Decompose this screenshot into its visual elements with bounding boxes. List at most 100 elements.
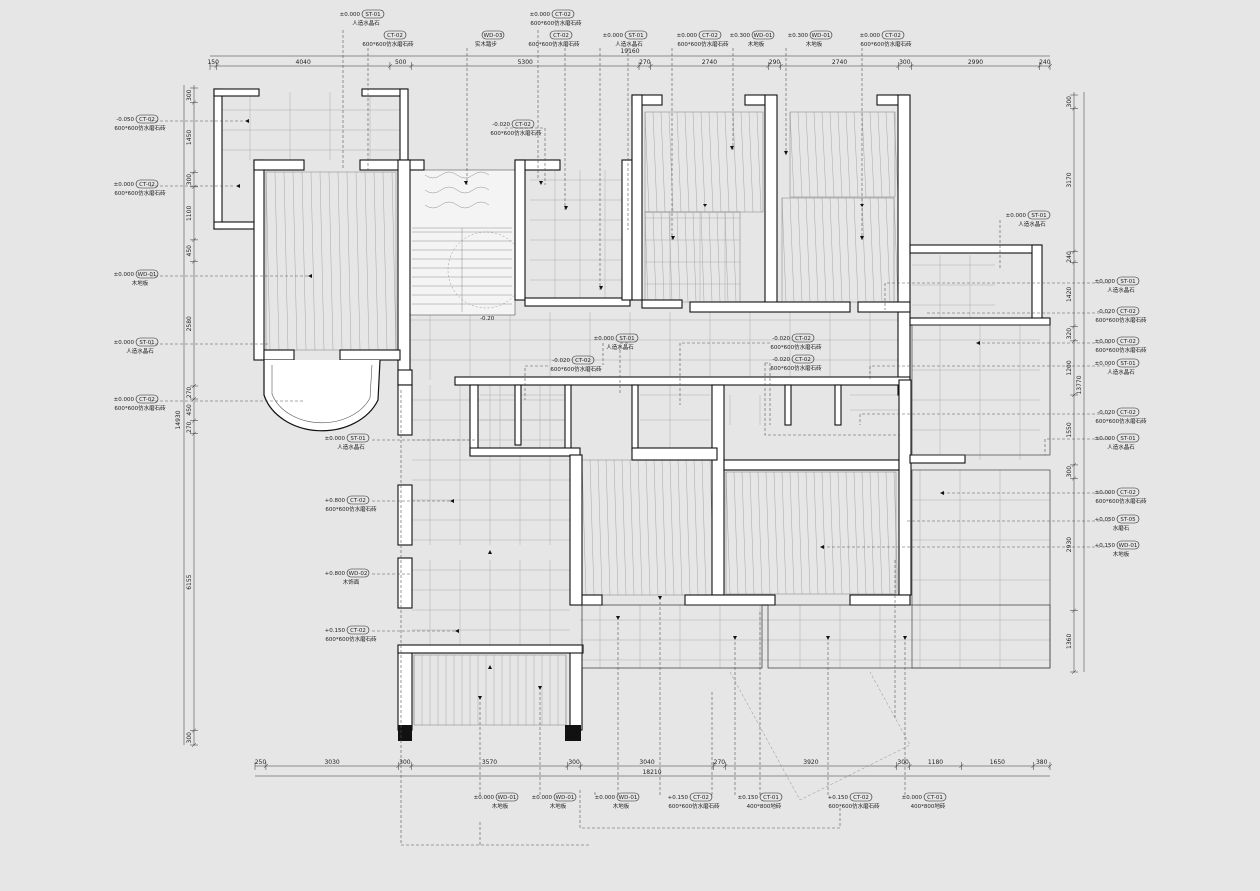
- elevation-value: ±0.000: [474, 795, 495, 801]
- elevation-value: ±0.150: [738, 795, 759, 801]
- material-desc: 600*600仿水磨石砖: [1095, 346, 1147, 354]
- material-desc: 600*600仿水磨石砖: [770, 364, 822, 372]
- dimension-value: 2740: [832, 59, 847, 66]
- material-code: CT-01: [763, 795, 779, 801]
- material-code: ST-01: [365, 12, 380, 18]
- material-desc: 木地板: [550, 802, 567, 810]
- material-desc: 人造水晶石: [1107, 286, 1135, 294]
- elevation-value: ±0.300: [730, 33, 751, 39]
- material-code: WD-01: [812, 33, 831, 39]
- bay-window: [263, 359, 381, 432]
- material-desc: 实木踏步: [475, 40, 498, 48]
- material-desc: 600*600仿水磨石砖: [860, 40, 912, 48]
- material-code: ST-01: [1120, 279, 1135, 285]
- dimension-value: 270: [186, 421, 193, 433]
- material-desc: 600*600仿水磨石砖: [668, 802, 720, 810]
- dimension-value: 300: [1066, 466, 1073, 478]
- material-desc: 人造水晶石: [615, 40, 643, 48]
- dimension-value: 3040: [639, 759, 654, 766]
- material-desc: 人造水晶石: [352, 19, 380, 27]
- material-code: WD-01: [1119, 543, 1138, 549]
- material-desc: 木地板: [132, 279, 149, 287]
- material-code: CT-02: [575, 358, 591, 364]
- dimension-value: 6155: [186, 574, 193, 589]
- material-code: CT-02: [1120, 490, 1136, 496]
- elevation-value: ±0.000: [860, 33, 881, 39]
- elevation-value: -0.050: [116, 117, 134, 123]
- material-desc: 木地板: [492, 802, 509, 810]
- elevation-value: -0.020: [552, 358, 570, 364]
- material-desc: 600*600仿水磨石砖: [325, 635, 377, 643]
- material-code: WD-02: [349, 571, 368, 577]
- dimension-value: 320: [1066, 328, 1073, 340]
- dimension-value: 300: [186, 174, 193, 186]
- material-desc: 600*600仿水磨石砖: [325, 505, 377, 513]
- material-code: ST-01: [1031, 213, 1046, 219]
- material-desc: 人造水晶石: [1107, 443, 1135, 451]
- elevation-value: ±0.000: [532, 795, 553, 801]
- dimension-value: 300: [568, 759, 580, 766]
- material-code: ST-01: [1120, 361, 1135, 367]
- material-desc: 600*600仿水磨石砖: [1095, 497, 1147, 505]
- dimension-value: 1420: [1066, 287, 1073, 302]
- material-desc: 600*600仿水磨石砖: [490, 129, 542, 137]
- elevation-value: ±0.000: [1095, 490, 1116, 496]
- elevation-value: +0.800: [325, 571, 346, 577]
- material-desc: 木地板: [806, 40, 823, 48]
- material-code: CT-02: [1120, 309, 1136, 315]
- material-desc: 人造水晶石: [1018, 220, 1046, 228]
- dimension-value: 290: [769, 59, 781, 66]
- elevation-value: ±0.000: [1095, 361, 1116, 367]
- dimension-value: 380: [1036, 759, 1048, 766]
- dimension-value: 270: [186, 387, 193, 399]
- left-total-dimension: 14930: [175, 410, 182, 429]
- elevation-value: ±0.000: [677, 33, 698, 39]
- elevation-value: +0.150: [1095, 543, 1116, 549]
- elevation-value: ±0.000: [114, 182, 135, 188]
- material-code: CT-02: [1120, 339, 1136, 345]
- material-desc: 600*600仿水磨石砖: [528, 40, 580, 48]
- material-desc: 木地板: [613, 802, 630, 810]
- material-code: WD-01: [556, 795, 575, 801]
- material-desc: 600*600仿水磨石砖: [362, 40, 414, 48]
- dimension-value: 450: [186, 404, 193, 416]
- elevation-value: +0.150: [828, 795, 849, 801]
- elevation-value: ±0.000: [595, 795, 616, 801]
- material-desc: 人造水晶石: [126, 347, 154, 355]
- elevation-value: +0.800: [325, 498, 346, 504]
- elevation-value: +0.050: [1095, 517, 1116, 523]
- material-code: CT-02: [387, 33, 403, 39]
- stair-level: -0.20: [480, 316, 495, 322]
- material-code: CT-02: [853, 795, 869, 801]
- material-code: ST-01: [350, 436, 365, 442]
- dimension-value: 240: [1039, 59, 1051, 66]
- elevation-value: -0.020: [1097, 410, 1115, 416]
